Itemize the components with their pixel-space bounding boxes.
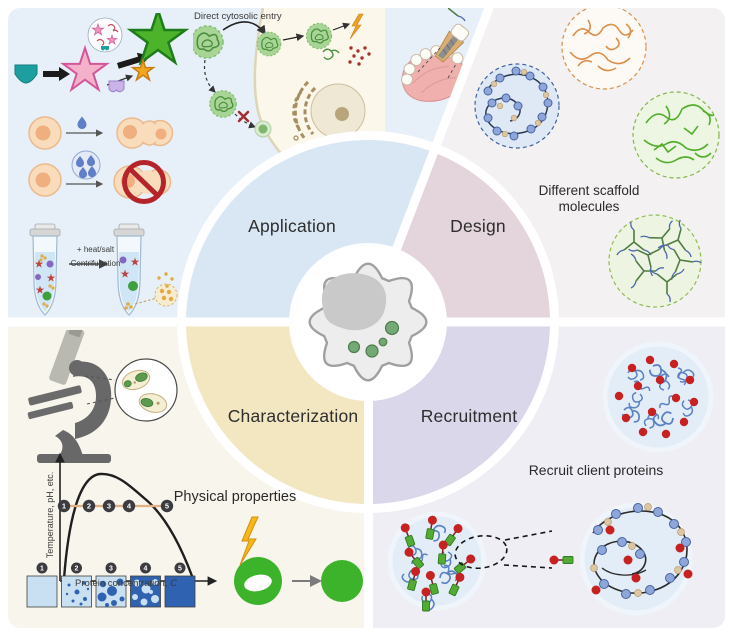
sample2-droplets [65, 581, 90, 606]
cytosolic-entry-label: Direct cytosolic entry [194, 11, 282, 22]
central-cell-illustration [308, 262, 428, 382]
quadrant-label-characterization: Characterization [227, 406, 359, 426]
dental-application-illustration [400, 23, 470, 102]
svg-text:4: 4 [144, 565, 148, 572]
free-client [548, 554, 574, 566]
sample-badges: 1 2 3 4 5 [36, 562, 186, 574]
endosome-vesicle [254, 120, 272, 138]
variant-pool-circle [87, 17, 123, 53]
lightning-icon [349, 13, 364, 40]
entry-arrow [222, 21, 266, 36]
magnified-cells [114, 358, 178, 422]
cell-membrane [253, 8, 284, 156]
condensate-outside [193, 25, 224, 59]
arrow [332, 22, 351, 31]
scaffold-circle-polymer [632, 91, 720, 179]
sample3-droplets [97, 578, 125, 607]
scaffold-circle-branched [448, 8, 703, 308]
svg-text:2: 2 [75, 565, 79, 572]
phase-points: 1 2 3 4 5 [57, 499, 174, 513]
binodal-curve [62, 472, 194, 580]
divider-bottom [363, 322, 373, 628]
sample4-droplets [132, 579, 159, 606]
svg-text:1: 1 [62, 502, 66, 511]
dashed-path-blocked [234, 113, 257, 129]
scaffold-circle-chain [474, 63, 560, 149]
quadrant-label-recruitment: Recruitment [420, 406, 518, 426]
blocked-x-icon [237, 110, 250, 123]
phase-samples: 1 2 3 4 5 [26, 562, 196, 608]
engineered-stars-illustration [14, 13, 198, 108]
cell-nucleus [321, 273, 387, 331]
centrifugation-label: Centrifugation [70, 259, 121, 268]
svg-text:5: 5 [178, 565, 182, 572]
condensate-membrane [256, 31, 282, 57]
condensate-chain-clients [579, 502, 693, 616]
characterization-caption: Physical properties [173, 489, 297, 505]
svg-text:5: 5 [165, 502, 169, 511]
cell-condensates [347, 320, 400, 358]
tube-after-contents [119, 256, 178, 310]
phase-diagram-xlabel: Protein concentration, C [56, 578, 196, 589]
tube-before [29, 223, 61, 316]
pink-star-icon [63, 48, 107, 90]
recruitment-illustration [388, 341, 714, 616]
phase-diagram-ylabel: Temperature, pH, etc. [45, 471, 55, 559]
arrow [282, 33, 305, 42]
teal-protein-icon [14, 64, 38, 84]
frap-illustration [234, 516, 363, 605]
svg-text:2: 2 [87, 502, 91, 511]
condensate-red-clients [602, 341, 714, 453]
tube-before-contents [34, 254, 56, 308]
bleach-spot [244, 574, 272, 592]
microscope-icon [27, 330, 112, 463]
purple-protein-icon [108, 80, 125, 93]
svg-text:1: 1 [40, 565, 44, 572]
xlabel-symbol: C [170, 578, 177, 589]
dashed-connectors [84, 375, 116, 405]
tube-after [113, 223, 145, 316]
fusion-row-allowed [28, 116, 174, 150]
disassembled-dots [348, 46, 371, 66]
figure-content: 1 2 3 4 5 1 2 3 4 5 [8, 8, 725, 628]
svg-text:4: 4 [127, 502, 132, 511]
variant-pool-contents [92, 24, 118, 51]
recruitment-caption: Recruit client proteins [528, 462, 664, 478]
xlabel-text: Protein concentration, [75, 578, 168, 589]
quadrant-label-application: Application [248, 216, 336, 236]
condensate-inside [305, 22, 333, 50]
quadrant-label-design: Design [450, 216, 506, 236]
dashed-path [203, 59, 216, 93]
condensate-blocked [209, 90, 237, 118]
fusion-row-blocked [28, 150, 172, 204]
lightning-icon [239, 516, 259, 566]
released-protein-squiggle [322, 48, 340, 60]
design-caption: Different scaffold molecules [538, 183, 640, 215]
centrifugation-illustration [29, 223, 178, 316]
dashed-connectors [417, 47, 457, 79]
condensate-tagged-clients [388, 511, 609, 612]
cell-fusion-illustration [28, 116, 174, 204]
thick-arrow-icon [43, 67, 70, 81]
recovered-droplet [321, 560, 363, 602]
scaffold-circle-idp [561, 8, 647, 90]
prohibition-icon [122, 160, 166, 204]
heat-salt-label: + heat/salt [76, 245, 115, 254]
svg-text:3: 3 [109, 565, 113, 572]
scaffold-molecules-illustration [448, 8, 720, 308]
svg-text:3: 3 [107, 502, 111, 511]
microscope-illustration [27, 330, 178, 463]
dental-implant-icon [434, 23, 470, 63]
